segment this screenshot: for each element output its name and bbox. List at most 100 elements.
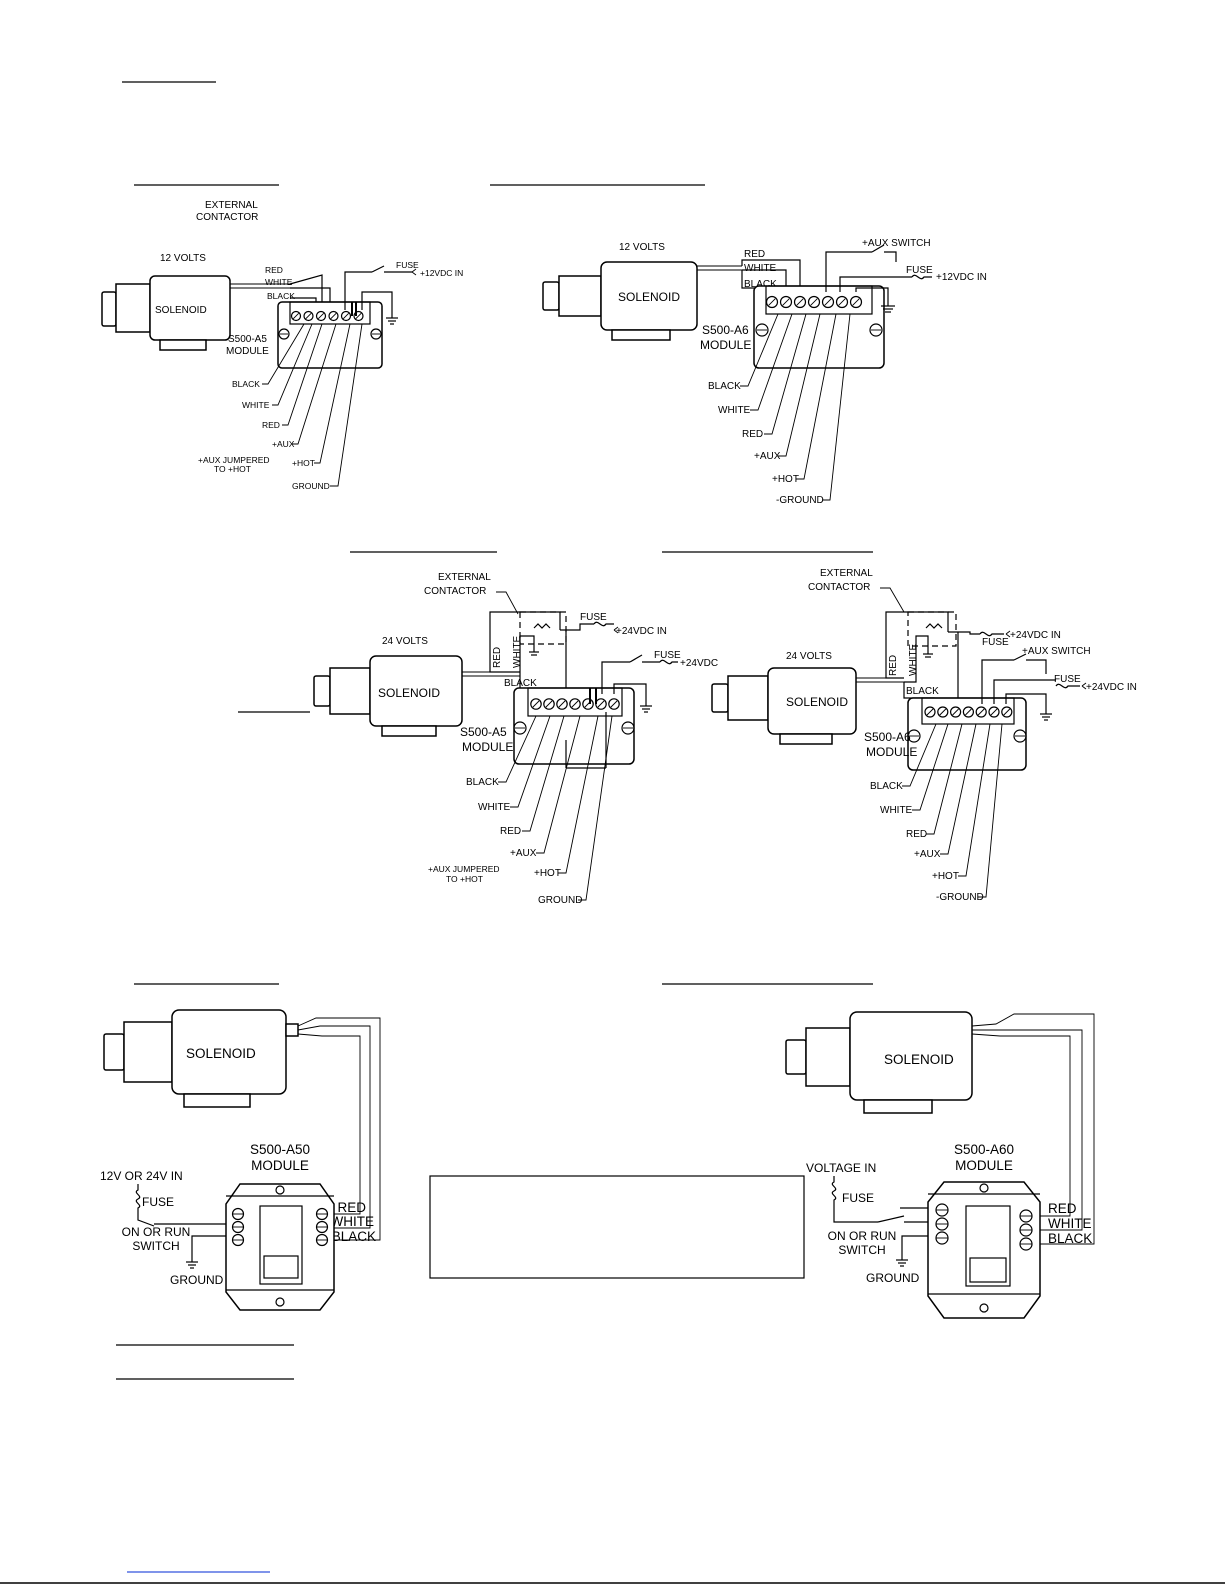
fuse-label: FUSE xyxy=(906,265,933,276)
voltage-label: 12 VOLTS xyxy=(619,242,665,253)
callout-hot: +HOT xyxy=(772,474,799,485)
heading-underlines xyxy=(0,81,1225,1584)
supply-b-label: +24VDC xyxy=(680,658,718,669)
aux-switch-label: +AUX SWITCH xyxy=(862,238,931,249)
supply-a-label: +24VDC IN xyxy=(1010,630,1061,641)
callout-red: RED xyxy=(906,829,927,840)
terminal-screw xyxy=(975,706,987,718)
terminal-screw xyxy=(315,310,327,322)
s500-a6-module xyxy=(753,285,885,369)
wire-white-label: WHITE xyxy=(512,635,523,668)
terminal-screw xyxy=(530,698,542,710)
terminal-screw xyxy=(608,698,620,710)
callout-white: WHITE xyxy=(880,805,913,816)
solenoid-label: SOLENOID xyxy=(786,695,848,709)
voltage-label: 24 VOLTS xyxy=(786,651,832,662)
terminal-screw xyxy=(340,310,352,322)
ground-label: GROUND xyxy=(170,1273,224,1287)
fuse-label: FUSE xyxy=(842,1191,874,1205)
callout-black: BLACK xyxy=(870,781,903,792)
solenoid: SOLENOID xyxy=(103,1009,299,1108)
solenoid-label: SOLENOID xyxy=(884,1052,954,1067)
note-box xyxy=(429,1175,805,1279)
s500-a5-module xyxy=(277,301,383,369)
solenoid-label: SOLENOID xyxy=(378,686,440,700)
wire-red-label: RED xyxy=(337,1200,366,1215)
supply-b-label: +24VDC IN xyxy=(1086,682,1137,693)
terminal-screw xyxy=(807,295,821,309)
callout-aux: +AUX xyxy=(510,848,537,859)
terminal-screw xyxy=(937,706,949,718)
terminal-screw xyxy=(543,698,555,710)
fuse-label: FUSE xyxy=(396,260,419,270)
callout-hot: +HOT xyxy=(534,868,561,879)
terminal-screw xyxy=(290,310,302,322)
terminal-screw xyxy=(779,295,793,309)
callout-red: RED xyxy=(742,429,763,440)
solenoid: SOLENOID xyxy=(542,261,742,341)
terminal-screw xyxy=(765,295,779,309)
callout-aux: +AUX xyxy=(754,451,781,462)
callout-red: RED xyxy=(500,826,521,837)
terminal-screw xyxy=(353,310,364,322)
callout-red: RED xyxy=(262,420,280,430)
voltage-in-label: 12V OR 24V IN xyxy=(100,1169,183,1183)
callout-ground: GROUND xyxy=(292,481,330,491)
fuse-b-label: FUSE xyxy=(1054,674,1081,685)
wire-white-label: WHITE xyxy=(331,1214,375,1229)
callout-aux: +AUX xyxy=(914,849,941,860)
fuse-label: FUSE xyxy=(142,1195,174,1209)
aux-switch-label: +AUX SWITCH xyxy=(1022,646,1091,657)
wire-red-label: RED xyxy=(1048,1201,1077,1216)
callout-ground: -GROUND xyxy=(776,495,824,506)
solenoid-label: SOLENOID xyxy=(186,1046,256,1061)
diagram-2-12v-s500-a6: SOLENOID 12 VOLTS RED WHITE BLACK S500-A… xyxy=(542,238,987,506)
terminal-screw xyxy=(835,295,849,309)
callouts: BLACK WHITE RED +AUX +HOT -GROUND xyxy=(708,313,851,506)
callout-aux: +AUX xyxy=(272,439,295,449)
solenoid: SOLENOID xyxy=(785,1011,973,1114)
callout-black: BLACK xyxy=(466,777,499,788)
callout-ground: GROUND xyxy=(538,895,582,906)
wire-white-label: WHITE xyxy=(265,277,293,287)
terminal-screw xyxy=(556,698,568,710)
wire-white-label: WHITE xyxy=(744,263,777,274)
wire-red-label: RED xyxy=(744,249,765,260)
callout-black: BLACK xyxy=(708,381,741,392)
terminal-screw xyxy=(1001,706,1013,718)
terminal-screw xyxy=(949,706,962,718)
callout-hot: +HOT xyxy=(292,458,315,468)
fuse-a-label: FUSE xyxy=(982,637,1009,648)
solenoid: SOLENOID xyxy=(101,275,290,351)
solenoid-label: SOLENOID xyxy=(618,290,680,304)
wire-black-label: BLACK xyxy=(906,686,939,697)
terminal-screw xyxy=(924,706,936,718)
terminal-screw xyxy=(962,706,975,718)
wire-white-label: WHITE xyxy=(908,643,919,676)
supply-label: +12VDC IN xyxy=(420,268,463,278)
terminal-screw xyxy=(793,295,807,309)
callout-white: WHITE xyxy=(242,400,270,410)
terminal-screw xyxy=(988,706,1000,718)
fuse-a-label: FUSE xyxy=(580,612,607,623)
terminal-screw xyxy=(821,295,835,309)
wire-red-label: RED xyxy=(492,647,503,668)
wire-white-label: WHITE xyxy=(1048,1216,1092,1231)
s500-a50-module xyxy=(225,1183,335,1311)
terminal-screw xyxy=(328,310,339,322)
voltage-label: 24 VOLTS xyxy=(382,636,428,647)
